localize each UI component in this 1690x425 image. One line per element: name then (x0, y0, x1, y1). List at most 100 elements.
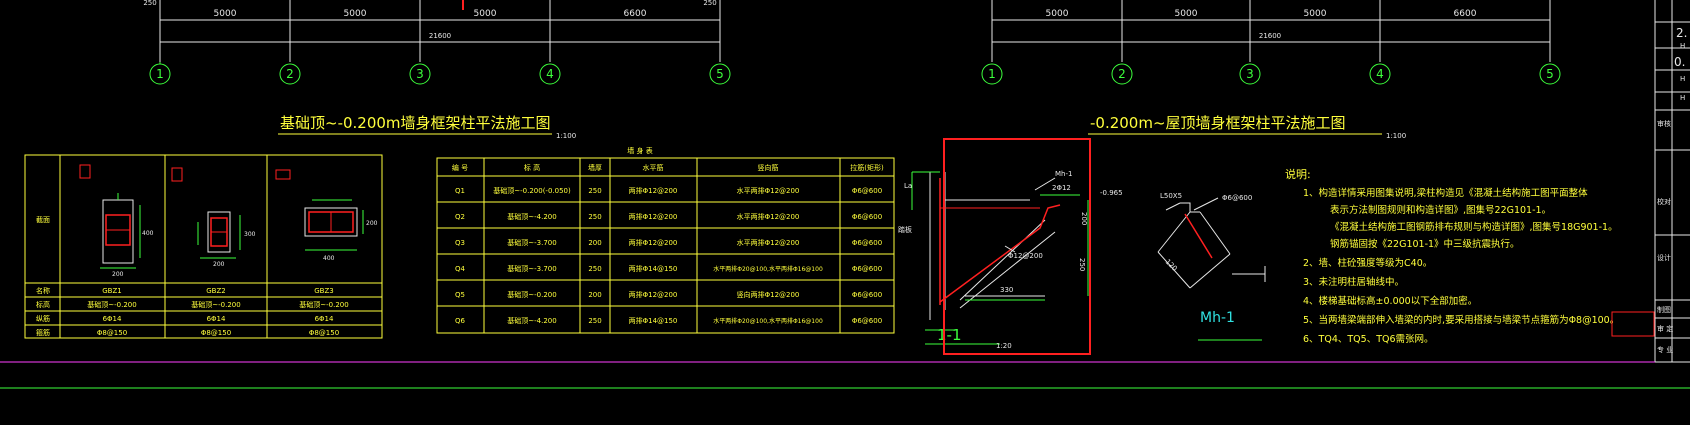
mh1-detail[interactable] (1157, 197, 1266, 341)
right-axis-2: 2 (1118, 67, 1126, 81)
left-axis-grid (159, 0, 721, 62)
note-line: 6、TQ4、TQ5、TQ6需张网。 (1303, 334, 1434, 345)
note-line: 3、未注明柱居轴线中。 (1303, 276, 1404, 288)
note-line: 5、当两墙梁端部伸入墙梁的内时,要采用搭接与墙梁节点箍筋为Φ8@100。 (1303, 314, 1619, 326)
left-axis-1: 1 (156, 67, 164, 81)
wall-cell: 水平两排Φ20@100,水平两排Φ16@100 (713, 265, 823, 273)
sec-tag-la: La (904, 182, 912, 190)
notes-block: 说明: 1、构造详情采用图集说明,梁柱构造见《混凝土结构施工图平面整体 表示方法… (1285, 167, 1619, 345)
note-line: 《混凝土结构施工图钢筋排布规则与构造详图》,图集号18G901-1。 (1330, 221, 1618, 233)
left-axis-4: 4 (546, 67, 554, 81)
wall-cell: Q1 (455, 187, 465, 195)
gbz2-dim-h: 300 (244, 231, 256, 238)
tb-fragment: 0. (1674, 55, 1685, 69)
mh1-label: Mh-1 (1200, 310, 1235, 326)
wall-cell: 250 (588, 317, 601, 325)
sec-tag-330: 330 (1000, 286, 1013, 294)
gbz2-longbar: 6Φ14 (207, 315, 226, 323)
wall-header-hbar: 水平筋 (643, 163, 664, 172)
gbz-label-elev: 标高 (36, 300, 50, 309)
plan-left-title: 基础顶~-0.200m墙身框架柱平法施工图 (280, 114, 551, 132)
wall-cell: Φ6@600 (852, 239, 882, 247)
wall-row[interactable]: Q5 基础顶~-0.200 200 两排Φ12@200 竖向两排Φ12@200 … (455, 290, 882, 299)
note-line: 表示方法制图规则和构造详图》,图集号22G101-1。 (1330, 204, 1551, 216)
mh1-tag-120: 120 (1164, 258, 1179, 273)
wall-cell: 两排Φ12@200 (629, 212, 678, 221)
right-axis-4: 4 (1376, 67, 1384, 81)
sec-tag-200: 200 (1080, 212, 1088, 225)
plan-right-scale: 1:100 (1386, 132, 1406, 140)
left-span-4: 6600 (624, 9, 647, 19)
wall-row[interactable]: Q6 基础顶~-4.200 250 两排Φ14@150 水平两排Φ20@100,… (455, 316, 882, 325)
wall-cell: 两排Φ14@150 (629, 264, 678, 273)
wall-header-vbar: 竖向筋 (758, 163, 779, 172)
right-span-2: 5000 (1175, 9, 1198, 19)
tb-label: 审核 (1657, 119, 1671, 128)
wall-table-title: 墙 身 表 (627, 146, 652, 155)
left-axis-5: 5 (716, 67, 724, 81)
note-line: 2、墙、柱砼强度等级为C40。 (1303, 257, 1432, 269)
gbz-label-longbar: 纵筋 (36, 314, 50, 323)
gbz1-dim-w: 200 (112, 271, 124, 278)
gbz2-elev: 基础顶~-0.200 (191, 300, 240, 309)
wall-header-tie: 拉筋(矩形) (850, 163, 884, 172)
wall-cell: 水平两排Φ12@200 (737, 212, 800, 221)
wall-cell: 200 (588, 239, 601, 247)
sec-tag-tread: 踏板 (898, 225, 912, 234)
left-total: 21600 (429, 32, 451, 40)
wall-cell: Φ6@600 (852, 291, 882, 299)
wall-row[interactable]: Q4 基础顶~-3.700 250 两排Φ14@150 水平两排Φ20@100,… (455, 264, 882, 273)
gbz-table[interactable] (24, 154, 383, 339)
sec-tag-250: 250 (1078, 258, 1086, 271)
wall-cell: 水平两排Φ12@200 (737, 238, 800, 247)
right-total: 21600 (1259, 32, 1281, 40)
wall-header-id: 编 号 (452, 163, 468, 172)
tb-label: 审 定 (1657, 324, 1673, 333)
gbz2-name: GBZ2 (206, 287, 225, 295)
gbz3-section (275, 169, 364, 251)
selection-highlight-box[interactable] (943, 138, 1091, 355)
sec-tag-2phi12: 2Φ12 (1052, 184, 1071, 192)
left-axis-2: 2 (286, 67, 294, 81)
note-line: 4、楼梯基础标高±0.000以下全部加密。 (1303, 295, 1477, 307)
left-axis-bubbles (149, 62, 731, 85)
wall-cell: 水平两排Φ12@200 (737, 186, 800, 195)
note-line: 1、构造详情采用图集说明,梁柱构造见《混凝土结构施工图平面整体 (1303, 187, 1588, 199)
tb-label: 校对 (1657, 197, 1671, 206)
left-span-3: 5000 (474, 9, 497, 19)
left-small-dim-right: 250 (703, 0, 716, 7)
tb-label: 设计 (1657, 253, 1671, 262)
right-axis-5: 5 (1546, 67, 1554, 81)
gbz3-name: GBZ3 (314, 287, 333, 295)
wall-table-body: Q1 基础顶~-0.200(-0.050) 250 两排Φ12@200 水平两排… (455, 186, 882, 325)
title-block-red-marker (1611, 311, 1655, 337)
wall-cell: 两排Φ12@200 (629, 186, 678, 195)
title-block[interactable] (1654, 0, 1690, 363)
wall-cell: 两排Φ12@200 (629, 238, 678, 247)
tb-label: 制图 (1657, 305, 1671, 314)
gbz1-section (79, 164, 141, 269)
note-line: 钢筋锚固按《22G101-1》中三级抗震执行。 (1330, 238, 1520, 250)
gbz-row-header: 截面 (36, 215, 50, 224)
wall-cell: Φ6@600 (852, 265, 882, 273)
gbz1-stirrup: Φ8@150 (97, 329, 127, 337)
section-1-1[interactable] (911, 171, 1089, 345)
left-span-1: 5000 (214, 9, 237, 19)
wall-row[interactable]: Q2 基础顶~-4.200 250 两排Φ12@200 水平两排Φ12@200 … (455, 212, 882, 221)
wall-table[interactable] (436, 157, 895, 334)
tb-label: 专 业 (1657, 345, 1673, 354)
wall-row[interactable]: Q1 基础顶~-0.200(-0.050) 250 两排Φ12@200 水平两排… (455, 186, 882, 195)
wall-cell: Φ6@600 (852, 317, 882, 325)
gbz3-longbar: 6Φ14 (315, 315, 334, 323)
wall-cell: Q3 (455, 239, 465, 247)
wall-cell: 基础顶~-0.200(-0.050) (493, 186, 571, 195)
wall-cell: 基础顶~-4.200 (507, 316, 556, 325)
gbz1-dim-h: 400 (142, 230, 154, 237)
wall-cell: Q5 (455, 291, 465, 299)
wall-cell: 基础顶~-4.200 (507, 212, 556, 221)
plan-right-title: -0.200m~屋顶墙身框架柱平法施工图 (1090, 114, 1346, 132)
tb-fragment: H (1680, 94, 1685, 102)
wall-row[interactable]: Q3 基础顶~-3.700 200 两排Φ12@200 水平两排Φ12@200 … (455, 238, 882, 247)
wall-cell: 两排Φ14@150 (629, 316, 678, 325)
